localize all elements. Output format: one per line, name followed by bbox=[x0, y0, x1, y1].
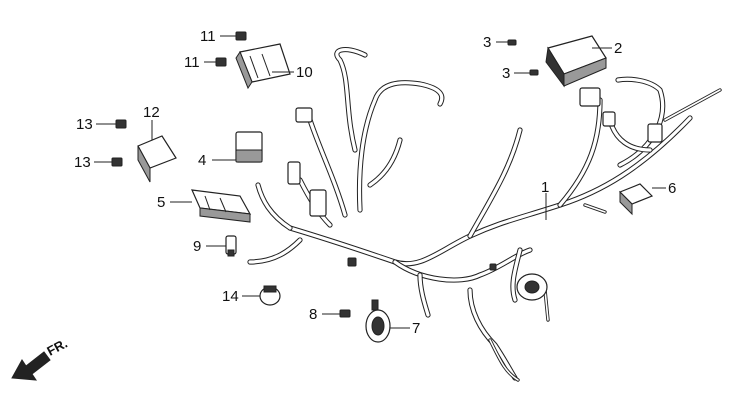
harness-grommet-core bbox=[524, 280, 540, 294]
callout-10: 10 bbox=[296, 64, 313, 81]
callout-13-upper: 13 bbox=[76, 116, 93, 133]
harness-clip bbox=[489, 263, 497, 271]
callout-1: 1 bbox=[541, 179, 549, 196]
callout-14: 14 bbox=[222, 288, 239, 305]
control-unit-part-2 bbox=[545, 35, 607, 88]
harness-connector bbox=[309, 189, 327, 217]
relay-part-4 bbox=[235, 131, 263, 163]
callout-12: 12 bbox=[143, 104, 160, 121]
front-arrow-icon bbox=[11, 351, 51, 381]
callout-7: 7 bbox=[412, 320, 420, 337]
bolt-part-8 bbox=[339, 309, 351, 318]
callout-4: 4 bbox=[198, 152, 206, 169]
harness-connector bbox=[579, 87, 601, 107]
screw-part-3-lower bbox=[529, 69, 539, 76]
front-direction-indicator: FR. bbox=[11, 336, 70, 381]
callout-8: 8 bbox=[309, 306, 317, 323]
fuse-box-part-5 bbox=[191, 189, 252, 223]
harness-connector bbox=[287, 161, 301, 185]
callout-3-upper: 3 bbox=[483, 34, 491, 51]
harness-connector bbox=[647, 123, 663, 143]
main-wire-harness bbox=[247, 46, 722, 382]
harness-connector bbox=[602, 111, 616, 127]
callout-6: 6 bbox=[668, 180, 676, 197]
callout-labels: 1 2 3 3 4 5 6 7 8 9 10 11 11 12 13 13 14 bbox=[74, 28, 676, 337]
callout-11-lower: 11 bbox=[184, 54, 200, 71]
leader-lines bbox=[94, 35, 666, 329]
callout-13-lower: 13 bbox=[74, 154, 91, 171]
horn-part-7 bbox=[365, 299, 391, 343]
bolt-part-13-upper bbox=[115, 119, 127, 129]
callout-3-lower: 3 bbox=[502, 65, 510, 82]
bolt-part-11-lower bbox=[215, 57, 227, 67]
callout-5: 5 bbox=[157, 194, 165, 211]
module-part-12 bbox=[137, 135, 177, 183]
callout-11-upper: 11 bbox=[200, 28, 216, 45]
bolt-part-13-lower bbox=[111, 157, 123, 167]
regulator-part-10 bbox=[235, 43, 291, 90]
bolt-part-11-upper bbox=[235, 31, 247, 41]
callout-9: 9 bbox=[193, 238, 201, 255]
socket-part-14 bbox=[259, 285, 281, 306]
harness-clip bbox=[347, 257, 357, 267]
harness-connector bbox=[295, 107, 313, 123]
screw-part-3-upper bbox=[507, 39, 517, 46]
relay-part-6 bbox=[618, 183, 654, 216]
front-direction-label: FR. bbox=[44, 336, 70, 359]
callout-2: 2 bbox=[614, 40, 622, 57]
sensor-part-9 bbox=[225, 235, 237, 257]
